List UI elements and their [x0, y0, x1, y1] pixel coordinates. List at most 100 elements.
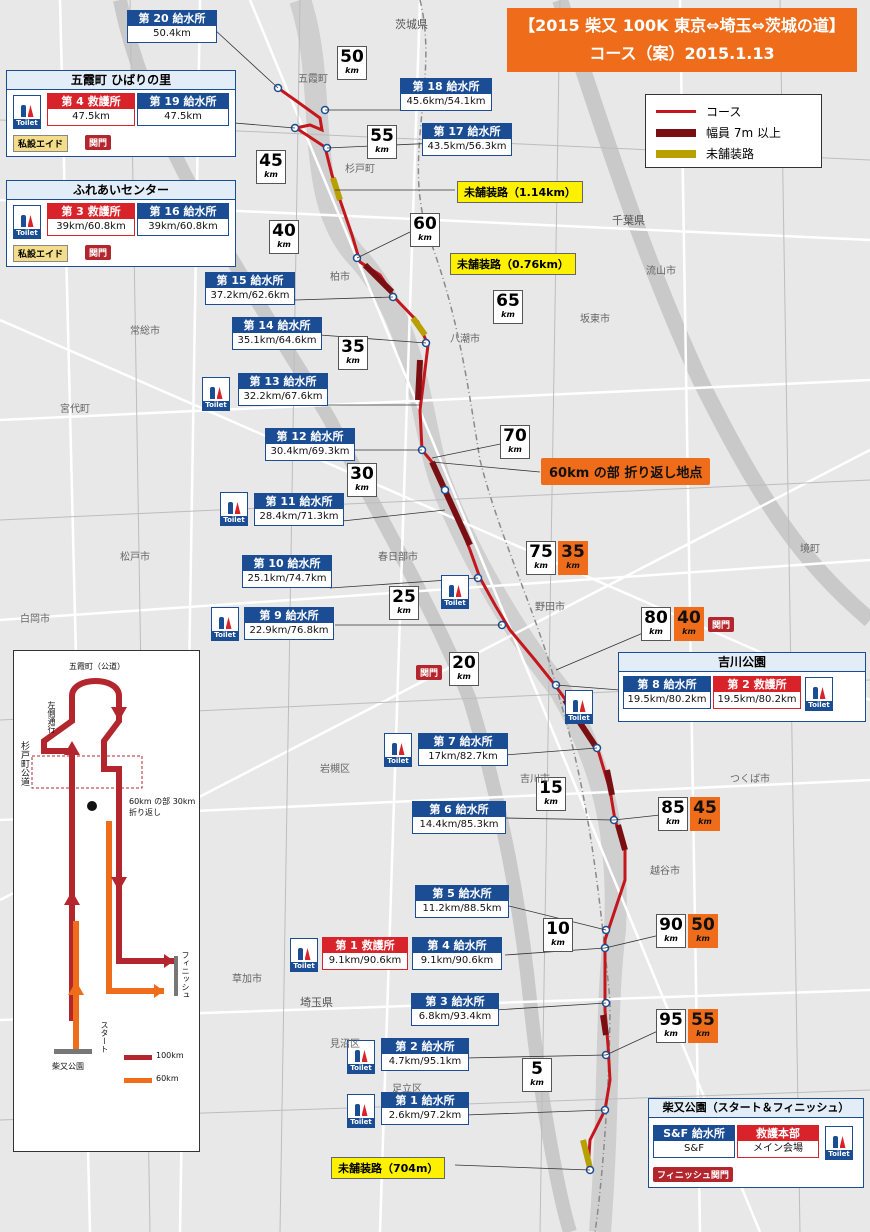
place-name: 野田市 — [535, 602, 565, 613]
map-title: 【2015 柴又 100K 東京⇔埼玉⇔茨城の道】 コース（案）2015.1.1… — [507, 8, 857, 72]
legend-course-label: コース — [706, 105, 742, 119]
toilet-icon: Toilet — [13, 205, 41, 239]
inset-road-label: 杉戸町公道 — [19, 741, 29, 786]
place-name: 千葉県 — [612, 214, 645, 227]
panel-goka-title: 五霞町 ひばりの里 — [7, 71, 235, 90]
schematic-diagram — [31, 678, 178, 1083]
legend-unpaved-label: 未舗装路 — [706, 147, 755, 161]
unpaved-segments — [330, 177, 593, 1169]
place-name: 五霞町 — [298, 74, 328, 85]
place-name: 柏市 — [330, 272, 350, 283]
toilet-icon: Toilet — [384, 733, 412, 767]
course-schematic-inset: 五霞町（公道） 左側通行 杉戸町公道 60km の部 30km 折り返し フィニ… — [13, 650, 200, 1152]
inset-legend-100: 100km — [156, 1051, 184, 1060]
toilet-icon: Toilet — [220, 492, 248, 526]
toilet-icon: Toilet — [202, 377, 230, 411]
gate-badge: 関門 — [85, 245, 112, 260]
toilet-icon: Toilet — [347, 1040, 375, 1074]
gate-badge: 関門 — [416, 665, 443, 680]
legend-wide: 幅員 7m 以上 — [656, 124, 781, 141]
inset-finish-label: フィニッシュ — [181, 951, 190, 999]
toilet-icon: Toilet — [825, 1126, 853, 1160]
toilet-icon: Toilet — [211, 607, 239, 641]
place-name: 八潮市 — [450, 334, 480, 345]
place-name: 白岡市 — [20, 614, 50, 625]
prefecture-boundary — [417, 0, 611, 1232]
toilet-icon: Toilet — [347, 1094, 375, 1128]
place-name: 越谷市 — [650, 866, 680, 877]
toilet-icon: Toilet — [565, 690, 593, 724]
place-name: 岩槻区 — [320, 764, 350, 775]
place-name: 茨城県 — [395, 18, 428, 31]
place-name: 吉川市 — [520, 774, 550, 785]
panel-shibamata-title: 柴又公園（スタート＆フィニッシュ） — [649, 1099, 863, 1118]
leader-lines — [214, 29, 661, 1171]
gate-badge: 関門 — [708, 617, 735, 632]
aid-headquarters: 救護本部メイン会場 — [737, 1125, 819, 1158]
panel-fureai-title: ふれあいセンター — [7, 181, 235, 200]
place-name: 春日部市 — [378, 552, 418, 563]
place-name: つくば市 — [730, 774, 770, 785]
place-name: 宮代町 — [60, 404, 90, 415]
inset-start-label: スタート — [100, 1021, 109, 1053]
private-aid-badge: 私設エイド — [13, 245, 69, 262]
turnaround-label: 60km の部 折り返し地点 — [541, 458, 711, 485]
toilet-icon: Toilet — [13, 95, 41, 129]
place-name: 見沼区 — [330, 1039, 360, 1050]
legend: コース 幅員 7m 以上 未舗装路 — [645, 94, 822, 168]
gate-badge: 関門 — [85, 135, 112, 150]
place-name: 足立区 — [392, 1084, 422, 1095]
place-name: 埼玉県 — [300, 996, 333, 1009]
legend-wide-label: 幅員 7m 以上 — [706, 126, 781, 140]
place-name: 坂東市 — [580, 314, 610, 325]
legend-course: コース — [656, 103, 741, 120]
unpaved-label: 未舗装路（0.76km） — [450, 253, 576, 275]
inset-legend-60: 60km — [156, 1074, 179, 1083]
finish-gate-badge: フィニッシュ関門 — [653, 1167, 733, 1182]
place-name: 常総市 — [130, 326, 160, 337]
place-name: 流山市 — [646, 266, 676, 277]
place-name: 松戸市 — [120, 552, 150, 563]
unpaved-label: 未舗装路（1.14km） — [457, 181, 583, 203]
